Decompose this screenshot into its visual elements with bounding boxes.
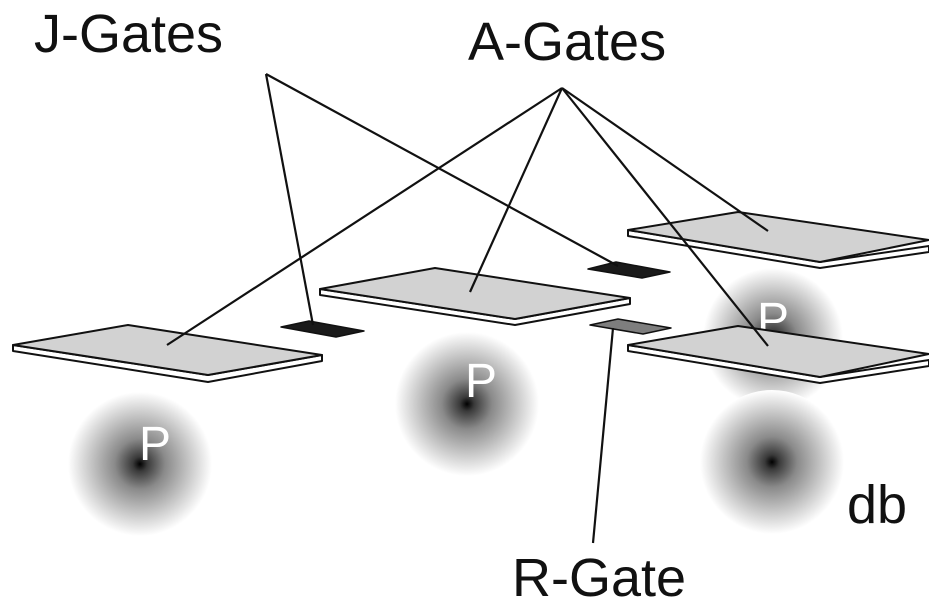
leader-r-gate: [591, 327, 615, 544]
leader-j-gate-right: [265, 73, 619, 267]
a-gate-plate-center-surface: [319, 267, 631, 320]
r-gate: [589, 318, 672, 335]
leader-a-gate-left: [166, 87, 563, 346]
a-gate-plate-left-surface: [12, 324, 323, 376]
label-a-gates: A-Gates: [468, 12, 666, 72]
label-j-gates: J-Gates: [34, 4, 223, 64]
dot-potential-left: [68, 392, 212, 536]
a-gate-plate-center: [319, 267, 631, 326]
a-gate-plate-right-surface: [627, 325, 929, 378]
dot-potential-center: [395, 332, 539, 476]
a-gate-plate-top-right: [627, 211, 929, 269]
a-gate-plate-right: [627, 325, 929, 384]
p-label-center: P: [465, 355, 497, 408]
label-r-gate: R-Gate: [512, 548, 686, 602]
j-gate-left: [280, 320, 365, 338]
a-gate-plate-left: [12, 324, 323, 383]
label-db: db: [847, 475, 907, 535]
leader-a-gate-center: [468, 87, 564, 293]
leader-a-gate-right: [561, 87, 769, 347]
leader-a-gate-top-right: [561, 87, 769, 232]
p-label-left: P: [139, 418, 171, 471]
a-gate-plate-top-right-surface: [627, 211, 929, 263]
leader-j-gate-left: [264, 73, 315, 326]
dot-potential-db: [700, 390, 844, 534]
j-gate-right: [587, 261, 671, 279]
